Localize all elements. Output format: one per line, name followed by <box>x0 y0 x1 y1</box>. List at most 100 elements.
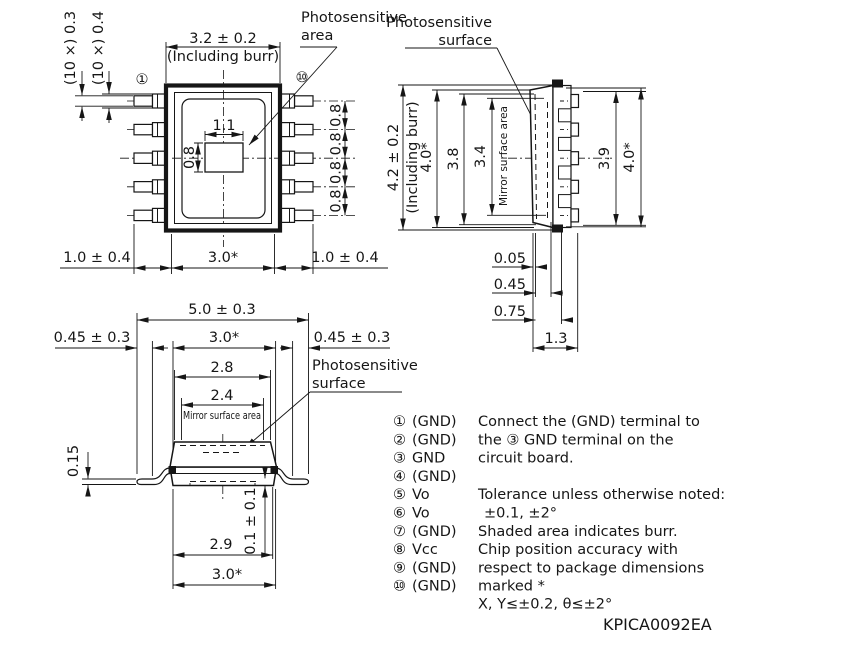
front-view: 5.0 ± 0.3 0.45 ± 0.3 3.0* 0.45 ± 0.3 2.8… <box>54 302 418 589</box>
pin-row-signal: Vo <box>412 506 430 522</box>
dim-lead-thickness: (10 ×) 0.3 (10 ×) 0.4 <box>63 11 152 123</box>
pin-row-signal: (GND) <box>412 432 457 448</box>
notes-block: Connect the (GND) terminal to the ③ GND … <box>477 414 725 613</box>
dim-pitch-label-3: 0.8 <box>329 161 345 184</box>
dim-standoff: 0.15 <box>66 445 136 497</box>
side-body <box>529 84 554 229</box>
dim-pitch-label-2: 0.8 <box>329 132 345 155</box>
dim-lead-pitch: 0.8 0.8 0.8 0.8 <box>329 101 348 216</box>
pin-row-number: ⑤ <box>393 487 406 503</box>
pin-row-number: ② <box>393 432 406 448</box>
dim-offset2-label: 0.45 <box>494 277 526 293</box>
note-chip-1: Chip position accuracy with <box>478 542 678 558</box>
front-body-lower <box>169 466 278 487</box>
dim-lead-base-label: (10 ×) 0.4 <box>91 11 107 85</box>
dim-standoff-label: 0.15 <box>66 445 82 477</box>
burr-mark-right <box>270 466 278 474</box>
dim-aperture: 1.1 0.8 <box>182 118 244 173</box>
pin-row-number: ④ <box>393 469 406 485</box>
dim-foot-right-label: 0.45 ± 0.3 <box>314 330 391 346</box>
part-number: KPICA0092EA <box>603 615 712 634</box>
top-view: ① ⑩ 3.2 ± 0.2 (Including burr) (10 ×) 0.… <box>60 10 407 274</box>
note-connect-1: Connect the (GND) terminal to <box>478 414 700 430</box>
dim-body-width-label: 3.2 ± 0.2 <box>189 31 257 47</box>
dim-lead-tip-label: (10 ×) 0.3 <box>63 11 79 85</box>
pin-row-signal: (GND) <box>412 579 457 595</box>
pin-row-signal: Vcc <box>412 542 438 558</box>
leads-right <box>280 93 314 223</box>
dim-top-width-label: 2.8 <box>210 360 233 376</box>
side-dims-left: 4.2 ± 0.2 (Including burr) 4.0* 3.8 3.4 … <box>386 84 552 231</box>
note-chip-3: marked * <box>478 579 545 595</box>
front-bottom-ticks <box>189 483 256 486</box>
front-photo-label-2: surface <box>312 376 366 392</box>
side-dims-bottom: 0.05 0.45 0.75 1.3 <box>492 222 579 352</box>
photosensitive-area-callout: Photosensitive area <box>248 10 407 146</box>
pin-row-number: ① <box>393 414 406 430</box>
pin-row-signal: (GND) <box>412 524 457 540</box>
side-leadframe-details <box>558 100 572 216</box>
photosensitive-surface-callout-front: Photosensitive surface <box>244 358 418 449</box>
photosensitive-area-rect <box>204 142 244 173</box>
photosensitive-area-label-2: area <box>301 28 333 44</box>
dim-top-view-bottom: 1.0 ± 0.4 3.0* 1.0 ± 0.4 <box>60 224 388 274</box>
burr-mark-top <box>552 79 563 88</box>
mirror-surface-area-label-side: Mirror surface area <box>498 106 510 206</box>
dim-total-width-label: 5.0 ± 0.3 <box>188 302 256 318</box>
dim-aperture-width-label: 1.1 <box>212 118 235 134</box>
leads-left <box>133 93 167 223</box>
dim-lead-thickness-label: 0.1 ± 0.1 <box>243 487 259 555</box>
side-view: Photosensitive surface <box>386 15 646 352</box>
side-leadframe-column <box>552 84 572 229</box>
pin-row-signal: (GND) <box>412 469 457 485</box>
dim-base-width-nominal-label: 3.0* <box>212 567 242 583</box>
lead-centerlines-right <box>278 100 356 216</box>
pin-row-signal: (GND) <box>412 414 457 430</box>
dim-body-span-label: 3.0* <box>208 250 238 266</box>
dim-top-width: 2.8 <box>174 360 271 380</box>
dim-depth-label: 1.3 <box>544 331 567 347</box>
dim-foot-left-label: 0.45 ± 0.3 <box>54 330 131 346</box>
pin-row-signal: (GND) <box>412 560 457 576</box>
dim-pitch-label-1: 0.8 <box>329 104 345 127</box>
dim-body-height-label: 3.8 <box>446 147 462 170</box>
pin-row-number: ③ <box>393 451 406 467</box>
dim-mirror-width: 2.4 Mirror surface area <box>181 388 264 422</box>
dim-lead-left-label: 1.0 ± 0.4 <box>63 250 131 266</box>
dim-height-label: 4.2 ± 0.2 <box>386 124 402 192</box>
dim-frame-height-label: 3.9 <box>597 147 613 170</box>
side-mold-dashed-line <box>534 93 537 220</box>
front-lead-right <box>274 467 310 486</box>
dim-body-width-nominal-label: 3.0* <box>209 330 239 346</box>
note-chip-2: respect to package dimensions <box>478 560 704 576</box>
note-burr: Shaded area indicates burr. <box>478 524 678 540</box>
side-photo-label-1: Photosensitive <box>386 15 492 31</box>
dim-height-note: (Including burr) <box>405 101 421 213</box>
pin-10-callout: ⑩ <box>296 70 309 86</box>
burr-mark-left <box>168 466 176 474</box>
burr-mark-bottom <box>552 224 563 233</box>
dim-lead-thickness-front: 0.1 ± 0.1 <box>243 466 268 555</box>
note-tolerance-2: ±0.1, ±2° <box>484 506 557 522</box>
dim-front-bottom: 2.9 3.0* <box>172 487 277 589</box>
side-dims-right: 3.9 4.0* <box>566 87 646 228</box>
side-leads <box>570 93 580 223</box>
dim-offset3-label: 0.75 <box>494 304 526 320</box>
pin-row-number: ⑧ <box>393 542 406 558</box>
dim-height-nominal-label: 4.0* <box>419 142 435 172</box>
dim-mirror-height-label: 3.4 <box>473 145 489 168</box>
pin-row-signal: Vo <box>412 487 430 503</box>
dim-mirror-width-label: 2.4 <box>210 388 233 404</box>
dim-pitch-label-4: 0.8 <box>329 190 345 213</box>
dim-lead-right-label: 1.0 ± 0.4 <box>311 250 379 266</box>
side-photo-label-2: surface <box>438 33 492 49</box>
dim-aperture-height-label: 0.8 <box>182 146 198 169</box>
photosensitive-area-label-1: Photosensitive <box>301 10 407 26</box>
dim-base-width-label: 2.9 <box>209 537 232 553</box>
pin-row-number: ⑨ <box>393 560 406 576</box>
dim-height-nominal-right-label: 4.0* <box>622 142 638 172</box>
note-chip-4: X, Y≤±0.2, θ≤±2° <box>478 597 612 613</box>
